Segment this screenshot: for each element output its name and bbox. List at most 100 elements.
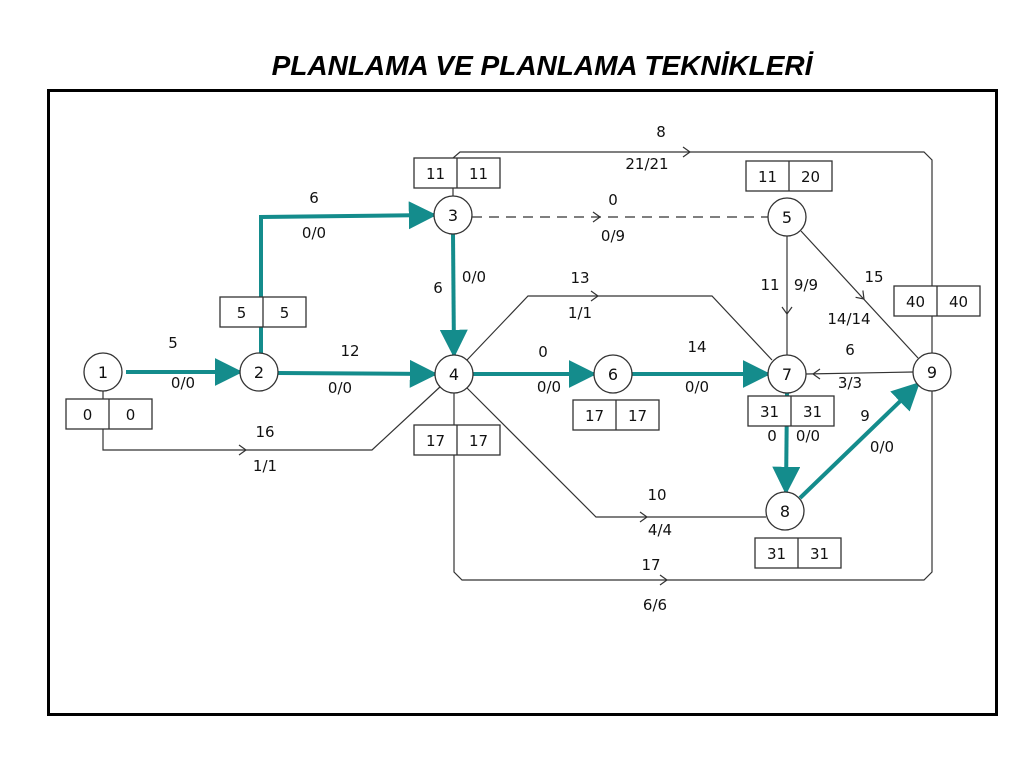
node-3-circle bbox=[433, 195, 473, 235]
earliest-time: 5 bbox=[237, 304, 247, 322]
node-5-label: 5 bbox=[782, 208, 792, 227]
node-7-circle bbox=[767, 354, 807, 394]
edge-8-9-duration: 9 bbox=[860, 407, 870, 425]
edge-7-9-duration: 6 bbox=[845, 341, 855, 359]
edge-8-9-slack: 0/0 bbox=[870, 438, 894, 456]
edge-3-4-slack: 0/0 bbox=[462, 268, 486, 286]
edge-7-9-arrow-icon bbox=[811, 368, 821, 380]
edge-5-7-slack: 9/9 bbox=[794, 276, 818, 294]
node-1: 1 bbox=[83, 352, 123, 392]
node-4-circle bbox=[434, 354, 474, 394]
edge-4-8 bbox=[466, 387, 766, 518]
node-6: 6 bbox=[593, 354, 633, 394]
latest-time: 31 bbox=[810, 545, 829, 563]
earliest-time: 31 bbox=[767, 545, 786, 563]
edge-3-9-arrow-icon bbox=[682, 146, 692, 158]
edge-2-3-critical bbox=[259, 201, 437, 353]
edge-4-8-duration: 10 bbox=[647, 486, 666, 504]
edge-6-7-duration: 14 bbox=[687, 338, 706, 356]
edge-8-9-critical bbox=[798, 382, 921, 500]
edge-1-4-slack: 1/1 bbox=[253, 457, 277, 475]
edge-3-9-slack: 21/21 bbox=[625, 155, 668, 173]
node-4: 4 bbox=[434, 354, 474, 394]
edge-5-7-arrow-icon bbox=[781, 306, 793, 316]
latest-time: 17 bbox=[469, 432, 488, 450]
edge-4-9-duration: 17 bbox=[641, 556, 660, 574]
edge-1-2-duration: 5 bbox=[168, 334, 178, 352]
node-6-circle bbox=[593, 354, 633, 394]
edge-3-5-arrow-icon bbox=[592, 211, 602, 223]
node-2-label: 2 bbox=[254, 363, 264, 382]
node-8-label: 8 bbox=[780, 502, 790, 521]
node-1-label: 1 bbox=[98, 363, 108, 382]
node-8-circle bbox=[765, 491, 805, 531]
slide-title: PLANLAMA VE PLANLAMA TEKNİKLERİ bbox=[271, 50, 813, 81]
node-9-circle bbox=[912, 352, 952, 392]
latest-time: 0 bbox=[126, 406, 136, 424]
node-3-label: 3 bbox=[448, 206, 458, 225]
node-2-circle bbox=[239, 352, 279, 392]
edge-5-9-slack: 14/14 bbox=[827, 310, 870, 328]
edge-1-4-duration: 16 bbox=[255, 423, 274, 441]
latest-time: 31 bbox=[803, 403, 822, 421]
edge-7-9 bbox=[805, 371, 914, 375]
edge-5-9-arrow-icon bbox=[855, 290, 865, 300]
latest-time: 17 bbox=[628, 407, 647, 425]
node-4-label: 4 bbox=[449, 365, 459, 384]
node-7-label: 7 bbox=[782, 365, 792, 384]
latest-time: 11 bbox=[469, 165, 488, 183]
edge-4-8-arrow-icon bbox=[639, 511, 649, 523]
edge-2-3-slack: 0/0 bbox=[302, 224, 326, 242]
edge-7-8-duration: 0 bbox=[767, 427, 777, 445]
node-3: 3 bbox=[433, 195, 473, 235]
edge-4-7-arrow-icon bbox=[590, 290, 600, 302]
earliest-time: 0 bbox=[83, 406, 93, 424]
edge-7-9-slack: 3/3 bbox=[838, 374, 862, 392]
edge-5-9-duration: 15 bbox=[864, 268, 883, 286]
node-8-time-box: 31 31 bbox=[754, 537, 842, 569]
edge-5-9 bbox=[800, 230, 919, 359]
node-9: 9 bbox=[912, 352, 952, 392]
edge-4-7 bbox=[466, 295, 773, 361]
latest-time: 20 bbox=[801, 168, 820, 186]
node-2: 2 bbox=[239, 352, 279, 392]
edge-1-4-arrow-icon bbox=[238, 444, 248, 456]
latest-time: 40 bbox=[949, 293, 968, 311]
edge-3-4-duration: 6 bbox=[433, 279, 443, 297]
earliest-time: 40 bbox=[906, 293, 925, 311]
node-9-label: 9 bbox=[927, 363, 937, 382]
edge-4-7-slack: 1/1 bbox=[568, 304, 592, 322]
earliest-time: 11 bbox=[758, 168, 777, 186]
edge-7-8-slack: 0/0 bbox=[796, 427, 820, 445]
node-3-time-box: 11 11 bbox=[413, 157, 501, 189]
node-5-time-box: 11 20 bbox=[745, 160, 833, 192]
edge-4-9-arrow-icon bbox=[659, 574, 669, 586]
edge-3-5-duration: 0 bbox=[608, 191, 618, 209]
node-5-circle bbox=[767, 197, 807, 237]
edge-2-3-duration: 6 bbox=[309, 189, 319, 207]
edge-2-4-duration: 12 bbox=[340, 342, 359, 360]
edge-4-9 bbox=[453, 391, 933, 581]
diagram-frame bbox=[47, 89, 998, 716]
edge-3-9-duration: 8 bbox=[656, 123, 666, 141]
edge-3-4-critical bbox=[439, 233, 468, 358]
node-7: 7 bbox=[767, 354, 807, 394]
node-9-time-box: 40 40 bbox=[893, 285, 981, 317]
edge-4-6-duration: 0 bbox=[538, 343, 548, 361]
edge-6-7-slack: 0/0 bbox=[685, 378, 709, 396]
earliest-time: 11 bbox=[426, 165, 445, 183]
node-6-label: 6 bbox=[608, 365, 618, 384]
edge-4-7-duration: 13 bbox=[570, 269, 589, 287]
latest-time: 5 bbox=[280, 304, 290, 322]
node-1-circle bbox=[83, 352, 123, 392]
edge-2-4-slack: 0/0 bbox=[328, 379, 352, 397]
edge-3-5-slack: 0/9 bbox=[601, 227, 625, 245]
edge-5-7-duration: 11 bbox=[760, 276, 779, 294]
earliest-time: 17 bbox=[585, 407, 604, 425]
edge-4-8-slack: 4/4 bbox=[648, 521, 672, 539]
